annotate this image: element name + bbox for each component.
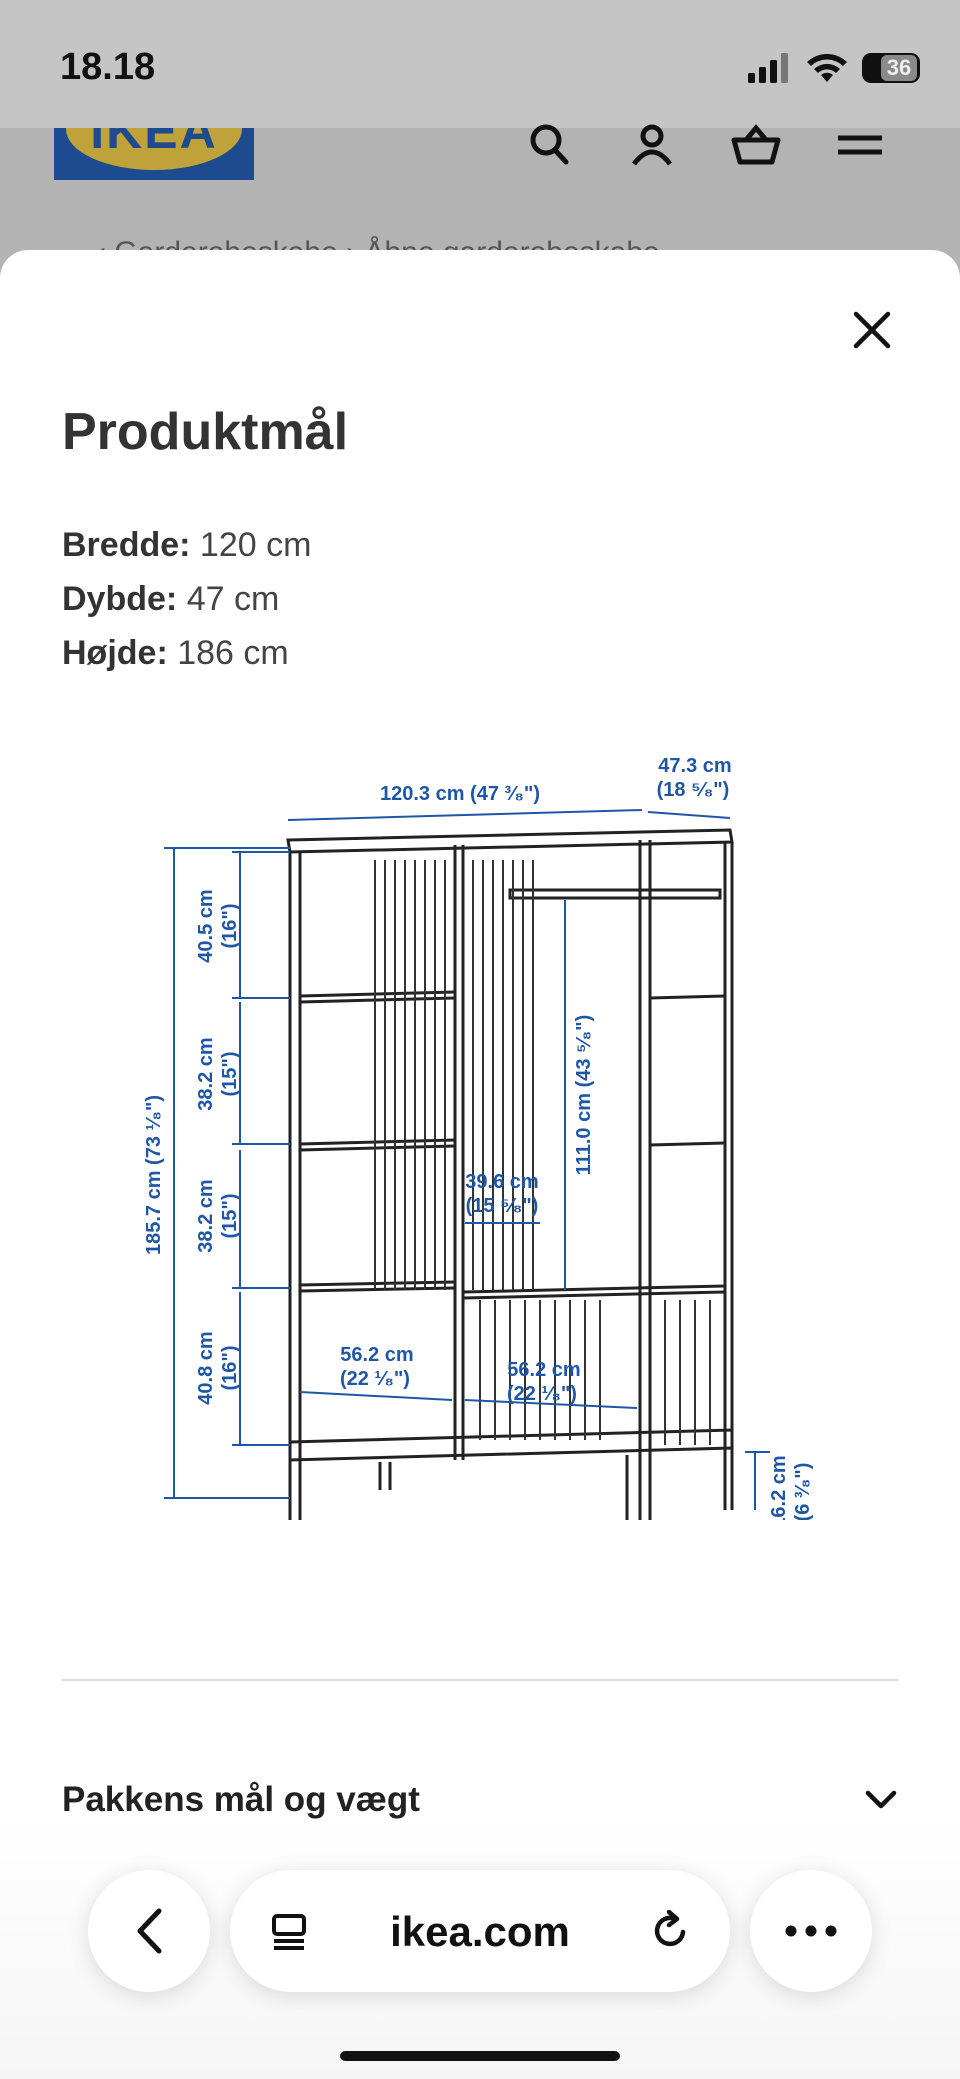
dimension-list: Bredde: 120 cm Dybde: 47 cm Højde: 186 c… xyxy=(62,518,311,680)
dimension-value: 120 cm xyxy=(199,526,312,564)
dimension-depth: Dybde: 47 cm xyxy=(62,572,311,626)
logo-text: IKEA xyxy=(90,128,218,159)
reload-icon[interactable] xyxy=(650,1910,692,1952)
url-text: ikea.com xyxy=(390,1908,570,1955)
search-icon[interactable] xyxy=(522,118,578,174)
dimension-lines xyxy=(164,809,770,1510)
close-button[interactable] xyxy=(840,298,904,362)
ikea-logo[interactable]: IKEA xyxy=(54,128,254,180)
shelf-1-height-cm: 40.5 cm xyxy=(195,889,217,962)
chevron-down-icon xyxy=(865,1790,897,1809)
battery-level: 36 xyxy=(880,55,918,81)
depth-label-cm: 47.3 cm xyxy=(658,755,731,777)
inner-width-cm: 39.6 cm xyxy=(465,1171,538,1193)
status-time: 18.18 xyxy=(60,46,156,88)
depth-label-in: (18 ⁵⁄₈") xyxy=(657,779,730,801)
product-dimensions-sheet: Produktmål Bredde: 120 cm Dybde: 47 cm H… xyxy=(0,250,960,2079)
left-width-in: (22 ¹⁄₈") xyxy=(340,1368,410,1390)
chevron-left-icon xyxy=(137,1908,162,1954)
menu-icon[interactable] xyxy=(832,118,888,174)
dimension-height: Højde: 186 cm xyxy=(62,626,311,680)
wifi-icon xyxy=(807,54,847,82)
inner-width-in: (15 ⁵⁄₈") xyxy=(466,1195,539,1217)
dimension-width: Bredde: 120 cm xyxy=(62,518,311,572)
wardrobe-dimension-drawing: 120.3 cm (47 ³⁄₈") 47.3 cm (18 ⁵⁄₈") 185… xyxy=(143,755,814,1520)
section-divider xyxy=(62,1679,898,1681)
left-width-cm: 56.2 cm xyxy=(340,1344,413,1366)
leg-height-in: (6 ³⁄₈") xyxy=(792,1463,814,1520)
battery-icon: 36 xyxy=(862,53,920,83)
accordion-label: Pakkens mål og vægt xyxy=(62,1780,420,1819)
leg-height-cm: 16.2 cm xyxy=(768,1455,790,1520)
profile-icon[interactable] xyxy=(624,118,680,174)
slatted-panel xyxy=(374,860,711,1445)
dimension-labels: 120.3 cm (47 ³⁄₈") 47.3 cm (18 ⁵⁄₈") 185… xyxy=(143,755,814,1520)
status-bar: 18.18 36 xyxy=(0,0,960,128)
dimension-label: Højde: xyxy=(62,634,168,672)
right-width-cm: 56.2 cm xyxy=(507,1359,580,1381)
dimension-value: 186 cm xyxy=(177,634,289,672)
shelf-4-height-cm: 40.8 cm xyxy=(195,1331,217,1404)
more-options-button[interactable] xyxy=(750,1870,872,1992)
sheet-title: Produktmål xyxy=(62,403,349,461)
browser-toolbar: ikea.com xyxy=(0,1820,960,2079)
shelf-1-height-in: (16") xyxy=(219,903,241,948)
basket-icon[interactable] xyxy=(728,118,784,174)
total-height-label: 185.7 cm (73 ¹⁄₈") xyxy=(143,1095,165,1255)
cellular-signal-icon xyxy=(748,53,788,83)
overall-width-label: 120.3 cm (47 ³⁄₈") xyxy=(380,783,540,805)
shelf-2-height-cm: 38.2 cm xyxy=(195,1037,217,1110)
shelf-4-height-in: (16") xyxy=(219,1345,241,1390)
dimension-label: Bredde: xyxy=(62,526,191,564)
shelf-2-height-in: (15") xyxy=(219,1051,241,1096)
home-indicator xyxy=(340,2051,620,2061)
hanging-height-label: 111.0 cm (43 ⁵⁄₈") xyxy=(573,1015,595,1176)
back-button[interactable] xyxy=(88,1870,210,1992)
close-icon xyxy=(853,311,891,349)
status-icons: 36 xyxy=(748,48,920,88)
wardrobe-frame xyxy=(286,828,734,1520)
shelf-3-height-in: (15") xyxy=(219,1193,241,1238)
reader-mode-icon[interactable] xyxy=(270,1912,310,1952)
package-dimensions-accordion[interactable]: Pakkens mål og vægt xyxy=(62,1770,898,1830)
shelf-3-height-cm: 38.2 cm xyxy=(195,1179,217,1252)
right-width-in: (22 ¹⁄₈") xyxy=(507,1383,577,1405)
more-horizontal-icon xyxy=(785,1925,837,1937)
dimension-value: 47 cm xyxy=(186,580,280,618)
dimension-label: Dybde: xyxy=(62,580,178,618)
address-bar[interactable]: ikea.com xyxy=(230,1870,730,1992)
